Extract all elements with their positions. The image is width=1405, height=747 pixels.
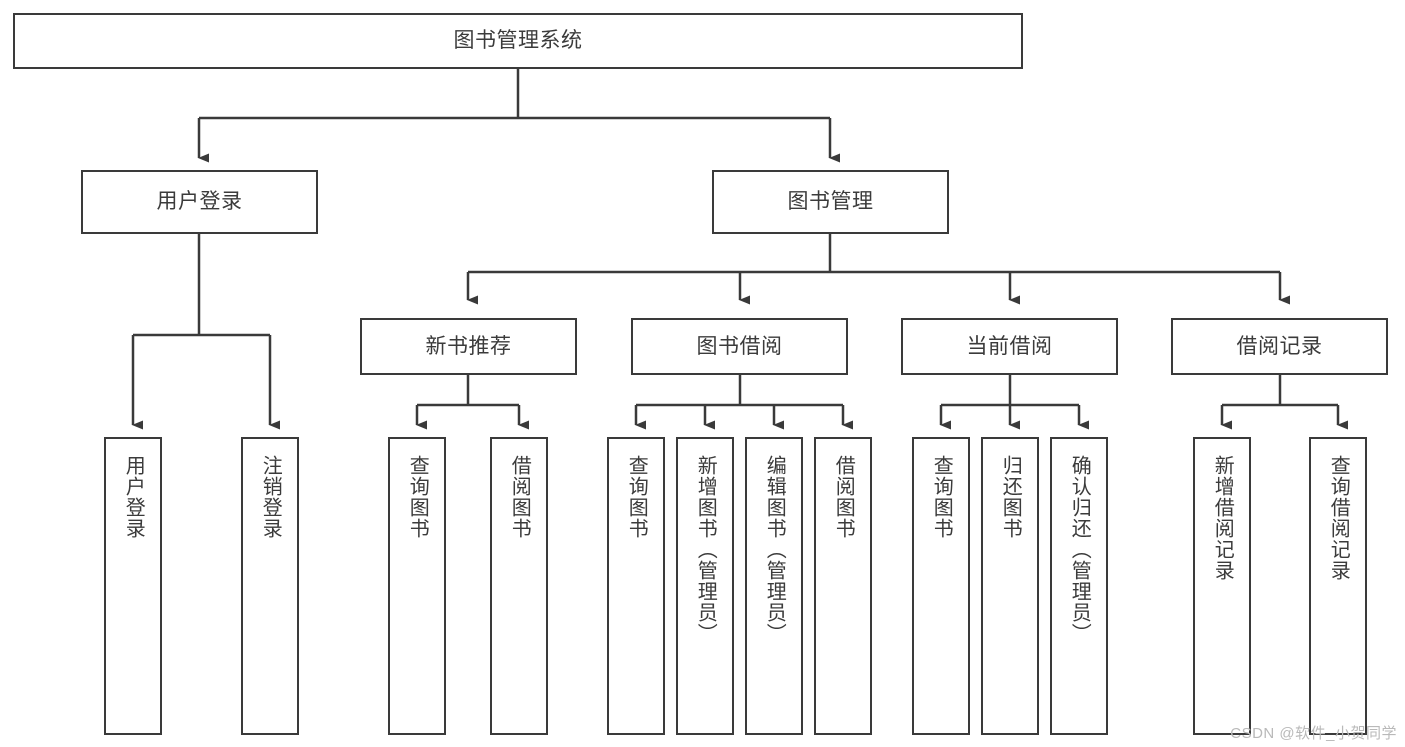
node-user-login[interactable]: 用户登录 xyxy=(81,170,318,234)
node-label: 归还图书 xyxy=(999,455,1022,539)
node-label: 借阅记录 xyxy=(1236,334,1323,358)
leaf-borrow-query-book[interactable]: 查询图书 xyxy=(607,437,665,735)
node-label: 图书管理系统 xyxy=(453,29,583,53)
node-label: 注销登录 xyxy=(259,455,282,539)
node-label: 编辑图书（管理员） xyxy=(763,455,786,644)
leaf-recommend-query-book[interactable]: 查询图书 xyxy=(388,437,446,735)
node-new-book-recommend[interactable]: 新书推荐 xyxy=(360,318,577,375)
leaf-current-confirm-return-admin[interactable]: 确认归还（管理员） xyxy=(1050,437,1108,735)
node-label: 确认归还（管理员） xyxy=(1068,455,1091,644)
leaf-recommend-borrow-book[interactable]: 借阅图书 xyxy=(490,437,548,735)
node-label: 当前借阅 xyxy=(966,334,1053,358)
node-label: 查询图书 xyxy=(406,455,429,539)
leaf-borrow-edit-book-admin[interactable]: 编辑图书（管理员） xyxy=(745,437,803,735)
leaf-user-login[interactable]: 用户登录 xyxy=(104,437,162,735)
leaf-current-query-book[interactable]: 查询图书 xyxy=(912,437,970,735)
leaf-record-add-borrow-record[interactable]: 新增借阅记录 xyxy=(1193,437,1251,735)
node-book-borrow[interactable]: 图书借阅 xyxy=(631,318,848,375)
node-label: 用户登录 xyxy=(156,190,243,214)
node-label: 用户登录 xyxy=(122,455,145,539)
leaf-record-query-borrow-record[interactable]: 查询借阅记录 xyxy=(1309,437,1367,735)
node-label: 新增图书（管理员） xyxy=(694,455,717,644)
node-label: 查询图书 xyxy=(930,455,953,539)
csdn-watermark: CSDN @软件_小贺同学 xyxy=(1230,725,1397,742)
node-label: 查询借阅记录 xyxy=(1327,455,1350,581)
leaf-borrow-add-book-admin[interactable]: 新增图书（管理员） xyxy=(676,437,734,735)
node-label: 图书借阅 xyxy=(696,334,783,358)
node-book-management[interactable]: 图书管理 xyxy=(712,170,949,234)
leaf-borrow-borrow-book[interactable]: 借阅图书 xyxy=(814,437,872,735)
node-current-borrow[interactable]: 当前借阅 xyxy=(901,318,1118,375)
leaf-user-logout[interactable]: 注销登录 xyxy=(241,437,299,735)
node-borrow-record[interactable]: 借阅记录 xyxy=(1171,318,1388,375)
node-label: 查询图书 xyxy=(625,455,648,539)
node-label: 新书推荐 xyxy=(425,334,512,358)
node-label: 图书管理 xyxy=(787,190,874,214)
node-label: 新增借阅记录 xyxy=(1211,455,1234,581)
node-label: 借阅图书 xyxy=(508,455,531,539)
leaf-current-return-book[interactable]: 归还图书 xyxy=(981,437,1039,735)
node-root-book-management-system[interactable]: 图书管理系统 xyxy=(13,13,1023,69)
node-label: 借阅图书 xyxy=(832,455,855,539)
